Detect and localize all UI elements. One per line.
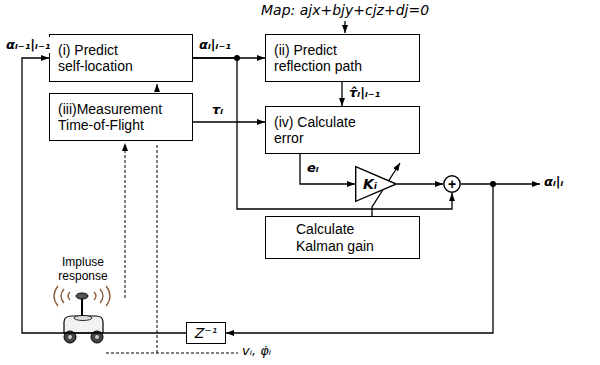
node-text: Calculate Kalman gain [296,221,384,253]
signal-arrow [193,121,265,122]
signal-label: eᵢ [305,160,321,176]
signal-label: αᵢ₋₁|ᵢ₋₁ [4,37,53,53]
node-text: Kᵢ [363,176,377,192]
node-text: (iii)Measurement Time-of-Flight [58,101,174,133]
node-text: (ii) Predict reflection path [274,42,374,74]
node-text: (iv) Calculate error [274,114,368,146]
dashed-signal [157,84,158,92]
process-box: (iii)Measurement Time-of-Flight [49,93,193,141]
map-equation: Map: ajx+bjy+cjz+dj=0 [261,2,429,18]
process-box: (iv) Calculate error [265,106,420,154]
signal-label: τ̂ᵢ|ᵢ₋₁ [347,85,382,101]
dashed-signal [157,143,158,353]
node-text: (i) Predict self-location [58,42,138,74]
signal-arrow [341,82,342,106]
process-box: (i) Predict self-location [49,34,193,82]
signal-arrow [226,184,493,333]
signal-name: vᵢ, φ̇ᵢ [242,344,271,359]
signal-name: Impluse response [52,256,114,284]
state-estimate: αᵢ|ᵢ [544,175,563,190]
robot-illustration [64,293,103,343]
node-text: + [448,177,456,191]
signal-arrow [397,183,443,184]
node-text: Z⁻¹ [195,325,218,341]
map-arrow [344,21,345,33]
signal-label: τᵢ [210,102,225,118]
gain-triangle: Kᵢ [355,166,397,202]
sum-junction: + [443,175,461,193]
output-arrow [493,183,540,184]
signal-label: αᵢ|ᵢ₋₁ [197,37,233,53]
dashed-signal [106,353,238,354]
dashed-signal [125,143,126,298]
delay-box: Z⁻¹ [186,322,226,344]
process-box: Calculate Kalman gain [265,216,420,259]
signal-arrow [300,154,355,184]
process-box: (ii) Predict reflection path [265,34,420,82]
